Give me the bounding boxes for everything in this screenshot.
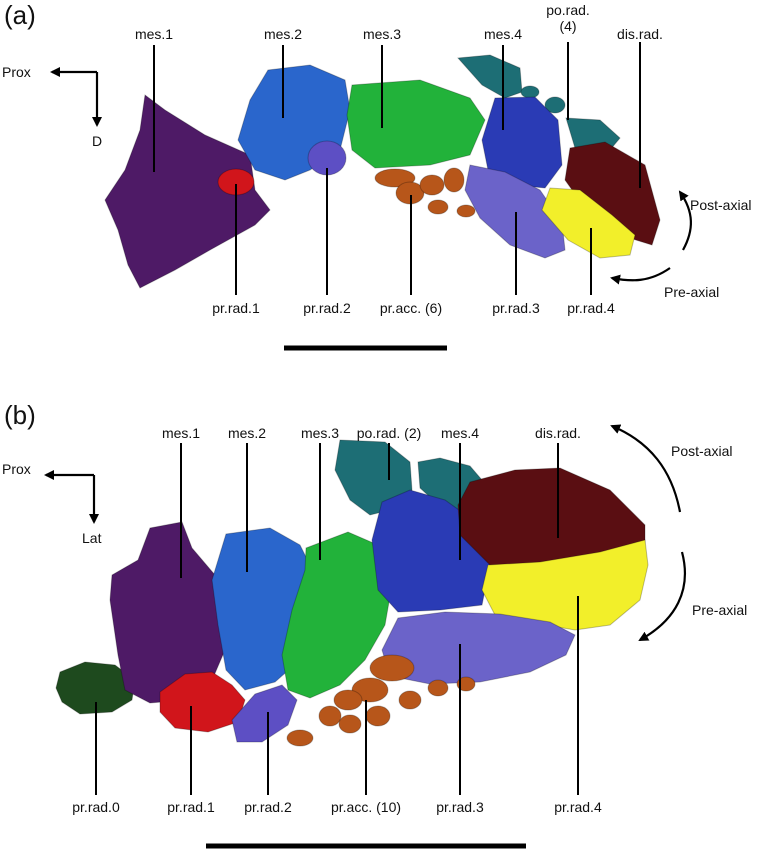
panel-b-leaders <box>95 443 579 795</box>
prrad4-bone <box>541 187 636 259</box>
pre-axial-arrow-b <box>638 551 687 641</box>
panel-a-leaders <box>153 42 641 295</box>
label-prrad2-b: pr.rad.2 <box>244 799 292 815</box>
post-axial-label-a: Post-axial <box>690 197 751 213</box>
label-prrad3-a: pr.rad.3 <box>492 300 540 316</box>
prrad2-bone-b <box>231 684 298 743</box>
label-prrad2-a: pr.rad.2 <box>303 300 351 316</box>
label-mes4-a: mes.4 <box>484 26 522 42</box>
panel-b-bones <box>55 439 649 747</box>
mes1-bone <box>104 94 271 289</box>
label-mes1-a: mes.1 <box>135 26 173 42</box>
label-prrad3-b: pr.rad.3 <box>436 799 484 815</box>
panel-b-rotation: Post-axial Pre-axial <box>610 424 747 641</box>
post-axial-arrow-b <box>610 424 682 513</box>
label-mes3-a: mes.3 <box>363 26 401 42</box>
label-mes3-b: mes.3 <box>301 425 339 441</box>
label-prrad1-a: pr.rad.1 <box>212 300 260 316</box>
prrad4-bone-b <box>481 539 649 631</box>
label-mes1-b: mes.1 <box>162 425 200 441</box>
label-prrad4-b: pr.rad.4 <box>554 799 602 815</box>
pracc-bones <box>374 167 476 218</box>
panel-a-orientation: Prox D <box>2 64 102 149</box>
pre-axial-label-b: Pre-axial <box>692 602 747 618</box>
label-mes2-b: mes.2 <box>228 425 266 441</box>
prox-label-a: Prox <box>2 64 31 80</box>
label-prrad1-b: pr.rad.1 <box>167 799 215 815</box>
panel-a: (a) Prox D <box>2 0 751 351</box>
label-mes2-a: mes.2 <box>264 26 302 42</box>
mes3-bone <box>346 79 486 169</box>
label-pracc-b: pr.acc. (10) <box>331 799 401 815</box>
pracc-bones-b <box>286 654 476 747</box>
prrad0-bone <box>55 661 136 715</box>
label-prrad0-b: pr.rad.0 <box>72 799 120 815</box>
label-disrad-b: dis.rad. <box>535 425 581 441</box>
panel-a-rotation: Post-axial Pre-axial <box>610 190 751 300</box>
panel-b-label: (b) <box>4 400 36 430</box>
panel-b-orientation: Prox Lat <box>2 461 102 546</box>
label-porad-b: po.rad. (2) <box>357 425 422 441</box>
label-mes4-b: mes.4 <box>441 425 479 441</box>
pre-axial-arrow-a <box>610 267 671 285</box>
label-porad-a: po.rad.(4) <box>546 2 590 34</box>
label-disrad-a: dis.rad. <box>617 26 663 42</box>
panel-b-labels: mes.1 mes.2 mes.3 po.rad. (2) mes.4 dis.… <box>72 425 602 815</box>
panel-a-label: (a) <box>4 0 36 30</box>
prrad3-bone <box>464 164 566 259</box>
pre-axial-label-a: Pre-axial <box>664 284 719 300</box>
distal-label: D <box>92 133 102 149</box>
post-axial-label-b: Post-axial <box>671 443 732 459</box>
porad-bones <box>456 54 621 151</box>
prox-label-b: Prox <box>2 461 31 477</box>
label-prrad4-a: pr.rad.4 <box>567 300 615 316</box>
lateral-label: Lat <box>82 530 102 546</box>
panel-b: (b) Prox Lat <box>2 400 747 849</box>
label-pracc-a: pr.acc. (6) <box>380 300 442 316</box>
post-axial-arrow-a <box>678 190 692 251</box>
panel-a-labels: mes.1 mes.2 mes.3 mes.4 po.rad.(4) dis.r… <box>135 2 663 316</box>
